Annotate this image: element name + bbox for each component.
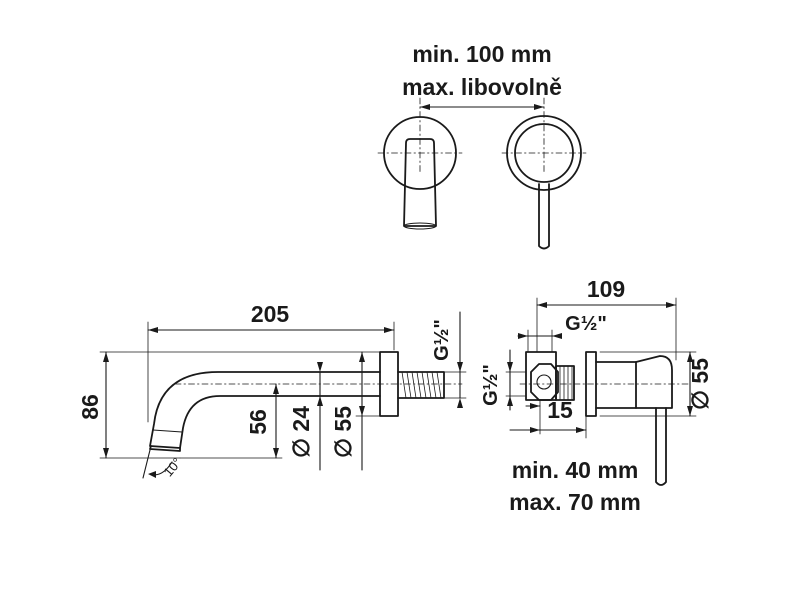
- mixer-side-view: 109 G½" G½": [480, 276, 713, 515]
- spacing-max-label: max. libovolně: [402, 74, 562, 100]
- arrowhead: [530, 403, 540, 409]
- thread-hatching: [401, 371, 442, 399]
- mixer-offset-label: 15: [547, 397, 573, 423]
- mixer-rosette-side: [585, 351, 597, 417]
- arrowhead: [273, 448, 279, 458]
- arrowhead: [507, 396, 513, 406]
- arrowhead: [148, 471, 156, 478]
- install-min-label: min. 40 mm: [512, 457, 639, 483]
- valve-connector: [555, 365, 575, 401]
- arrowhead: [103, 448, 109, 458]
- spacing-min-label: min. 100 mm: [412, 41, 551, 67]
- arrowhead: [317, 362, 323, 372]
- arrowhead: [359, 352, 365, 362]
- spout-length-label: 205: [251, 301, 290, 327]
- mixer-lever-front: [538, 183, 550, 250]
- mixer-handle: [635, 355, 673, 409]
- arrowhead: [457, 398, 463, 408]
- valve-port: [536, 374, 552, 390]
- spout-outlet-diameter-label: ∅ 24: [288, 406, 314, 458]
- arrowhead: [103, 352, 109, 362]
- arrowhead: [273, 384, 279, 394]
- spout-angle-label: 10°: [160, 455, 184, 480]
- spout-thread: [397, 371, 445, 399]
- connector-hatching: [559, 365, 573, 401]
- valve-nut: [530, 363, 559, 401]
- arrowhead: [359, 406, 365, 416]
- spout-outlet: [149, 445, 181, 452]
- spout-rosette-diameter-label: ∅ 55: [330, 406, 356, 458]
- mixer-thread-side-label: G½": [480, 364, 502, 406]
- top-view: min. 100 mm max. libovolně: [377, 41, 587, 250]
- arrowhead: [666, 302, 676, 308]
- install-max-label: max. 70 mm: [509, 489, 641, 515]
- arrowhead: [420, 104, 430, 110]
- spout-outlet-front: [403, 222, 437, 230]
- arrowhead: [552, 333, 562, 339]
- arrowhead: [687, 352, 693, 362]
- arrowhead: [518, 333, 528, 339]
- mixer-depth-label: 109: [587, 276, 625, 302]
- arrowhead: [576, 427, 586, 433]
- arrowhead: [317, 396, 323, 406]
- spout-side-view: 205 86 G½": [77, 301, 467, 480]
- spout-outlet-ring: [152, 429, 183, 433]
- mixer-thread-top-label: G½": [565, 313, 607, 335]
- spout-height-total-label: 86: [77, 394, 103, 420]
- arrowhead: [148, 327, 158, 333]
- arrowhead: [507, 362, 513, 372]
- arrowhead: [537, 302, 547, 308]
- spout-thread-label: G½": [431, 319, 453, 361]
- angle-leg: [142, 449, 151, 479]
- mixer-cartridge: [595, 361, 637, 409]
- mixer-lever-side: [655, 407, 667, 486]
- spout-body: [149, 371, 381, 449]
- arrowhead: [534, 104, 544, 110]
- arrowhead: [530, 427, 540, 433]
- mixer-rosette-diameter-label: ∅ 55: [687, 358, 713, 410]
- spout-axis-height-label: 56: [245, 409, 271, 435]
- spout-body-front: [403, 138, 437, 227]
- arrowhead: [384, 327, 394, 333]
- arrowhead: [687, 406, 693, 416]
- arrowhead: [457, 362, 463, 372]
